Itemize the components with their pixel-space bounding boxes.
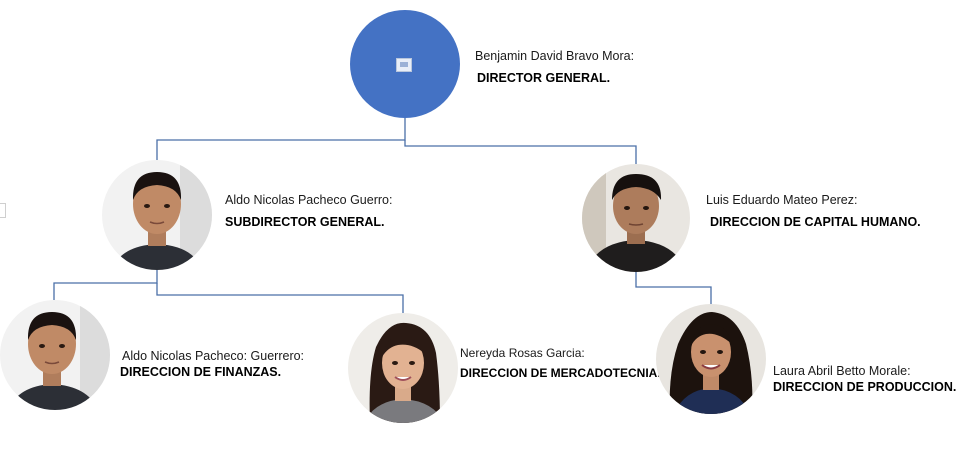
produccion-label: Laura Abril Betto Morale: DIRECCION DE P…: [773, 364, 956, 394]
finanzas-role: DIRECCION DE FINANZAS.: [120, 365, 282, 379]
director-role: DIRECTOR GENERAL.: [477, 71, 611, 85]
director-node: [350, 10, 460, 118]
finanzas-label: Aldo Nicolas Pacheco: Guerrero: DIRECCIO…: [120, 349, 304, 379]
image-placeholder-icon: [396, 58, 412, 72]
subdirector-label: Aldo Nicolas Pacheco Guerro: SUBDIRECTOR…: [225, 193, 392, 229]
female-portrait-icon: [348, 313, 458, 423]
subdirector-photo: [102, 160, 212, 270]
connector-subdirector-mercadotecnia: [156, 283, 404, 313]
capital-humano-label: Luis Eduardo Mateo Perez: DIRECCION DE C…: [706, 193, 921, 229]
male-portrait-icon: [0, 300, 110, 410]
connector-director-subdirector: [156, 118, 406, 162]
subdirector-role: SUBDIRECTOR GENERAL.: [225, 215, 385, 229]
connector-subdirector-finanzas: [53, 270, 158, 300]
director-label: Benjamin David Bravo Mora: DIRECTOR GENE…: [475, 49, 634, 85]
subdirector-name: Aldo Nicolas Pacheco Guerro:: [225, 193, 393, 207]
capital-humano-name: Luis Eduardo Mateo Perez:: [706, 193, 858, 207]
female-portrait-icon: [656, 304, 766, 414]
male-portrait-icon: [582, 164, 690, 272]
edge-fragment: [0, 203, 6, 218]
male-portrait-icon: [102, 160, 212, 270]
produccion-role: DIRECCION DE PRODUCCION.: [773, 380, 956, 394]
director-name: Benjamin David Bravo Mora:: [475, 49, 635, 63]
finanzas-name: Aldo Nicolas Pacheco: Guerrero:: [122, 349, 305, 363]
produccion-photo: [656, 304, 766, 414]
mercadotecnia-role: DIRECCION DE MERCADOTECNIA.: [460, 366, 661, 380]
capital-humano-role: DIRECCION DE CAPITAL HUMANO.: [710, 215, 921, 229]
produccion-name: Laura Abril Betto Morale:: [773, 364, 911, 378]
connector-director-capital-humano: [404, 140, 637, 164]
mercadotecnia-name: Nereyda Rosas Garcia:: [460, 346, 585, 360]
mercadotecnia-label: Nereyda Rosas Garcia: DIRECCION DE MERCA…: [460, 346, 661, 380]
connector-capital-humano-produccion: [635, 272, 712, 304]
finanzas-photo: [0, 300, 110, 410]
capital-humano-photo: [582, 164, 690, 272]
mercadotecnia-photo: [348, 313, 458, 423]
